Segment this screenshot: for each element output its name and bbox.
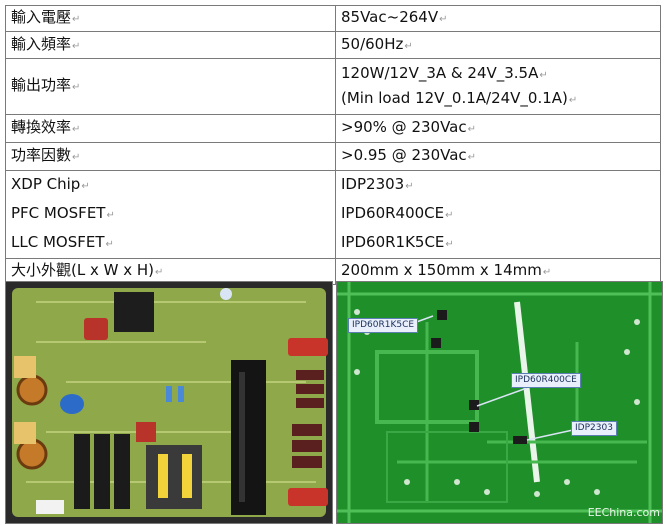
spec-row-power-factor: 功率因數↵ >0.95 @ 230Vac↵ — [5, 142, 661, 171]
spec-value: 50/60Hz↵ — [335, 31, 661, 59]
spec-label: 轉換效率↵ — [5, 114, 336, 143]
spec-table: 輸入電壓↵ 85Vac~264V↵ 輸入頻率↵ 50/60Hz↵ 輸出功率↵ 1… — [5, 5, 661, 285]
watermark: EEChina.com — [587, 506, 660, 519]
spec-value: 85Vac~264V↵ — [335, 5, 661, 32]
pcb-top-photo — [5, 281, 333, 524]
spec-label: 大小外觀(L x W x H)↵ — [5, 258, 336, 285]
spec-row-input-frequency: 輸入頻率↵ 50/60Hz↵ — [5, 31, 661, 59]
spec-row-components: XDP Chip↵ PFC MOSFET↵ LLC MOSFET↵ IDP230… — [5, 170, 661, 259]
spec-label: 輸出功率↵ — [5, 58, 336, 115]
spec-label: XDP Chip↵ PFC MOSFET↵ LLC MOSFET↵ — [5, 170, 336, 259]
spec-label-line: XDP Chip↵ — [11, 175, 90, 193]
spec-label: 輸入電壓↵ — [5, 5, 336, 32]
spec-label-line: LLC MOSFET↵ — [11, 233, 114, 251]
spec-row-dimensions: 大小外觀(L x W x H)↵ 200mm x 150mm x 14mm↵ — [5, 258, 661, 285]
spec-value: IDP2303↵ IPD60R400CE↵ IPD60R1K5CE↵ — [335, 170, 661, 259]
spec-value: 120W/12V_3A & 24V_3.5A↵ (Min load 12V_0.… — [335, 58, 661, 115]
spec-value-line: 120W/12V_3A & 24V_3.5A↵ — [341, 63, 548, 82]
spec-row-input-voltage: 輸入電壓↵ 85Vac~264V↵ — [5, 5, 661, 32]
spec-value: 200mm x 150mm x 14mm↵ — [335, 258, 661, 285]
spec-row-output-power: 輸出功率↵ 120W/12V_3A & 24V_3.5A↵ (Min load … — [5, 58, 661, 115]
callout-pfc-mosfet: IPD60R400CE — [511, 373, 581, 388]
spec-value-line: (Min load 12V_0.1A/24V_0.1A)↵ — [341, 88, 578, 107]
spec-label: 功率因數↵ — [5, 142, 336, 171]
callout-llc-mosfet: IPD60R1K5CE — [348, 318, 419, 333]
pcb-top-illustration — [6, 282, 332, 523]
spec-value-line: IPD60R400CE↵ — [341, 204, 454, 222]
spec-label-line: PFC MOSFET↵ — [11, 204, 115, 222]
spec-label: 輸入頻率↵ — [5, 31, 336, 59]
spec-value-line: IDP2303↵ — [341, 175, 414, 193]
spec-value-line: IPD60R1K5CE↵ — [341, 233, 454, 251]
spec-value: >90% @ 230Vac↵ — [335, 114, 661, 143]
spec-row-efficiency: 轉換效率↵ >90% @ 230Vac↵ — [5, 114, 661, 143]
callout-xdp-chip: IDP2303 — [571, 421, 617, 436]
spec-value: >0.95 @ 230Vac↵ — [335, 142, 661, 171]
